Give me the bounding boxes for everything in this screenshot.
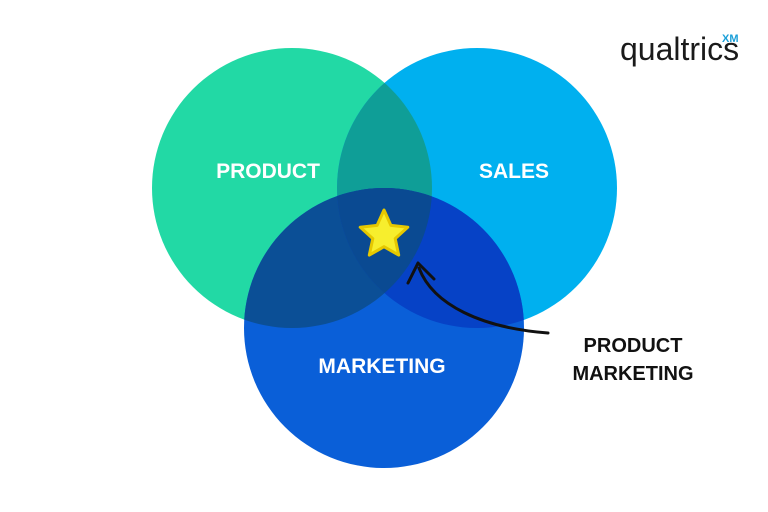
marketing-label: MARKETING [318, 355, 445, 378]
arrowhead-icon [406, 261, 436, 285]
sales-label: SALES [479, 160, 549, 183]
product-marketing-overlap [244, 188, 432, 328]
callout-arrow [417, 266, 550, 335]
star-icon [358, 208, 410, 257]
callout-label-line1: PRODUCT [584, 335, 683, 357]
sales-marketing-overlap [337, 188, 524, 328]
qualtrics-logo: qualtrics XM [620, 31, 739, 67]
product-label: PRODUCT [216, 160, 320, 183]
logo-superscript: XM [722, 33, 739, 45]
callout-label-line2: MARKETING [572, 363, 693, 385]
logo-text: qualtrics [620, 31, 739, 67]
